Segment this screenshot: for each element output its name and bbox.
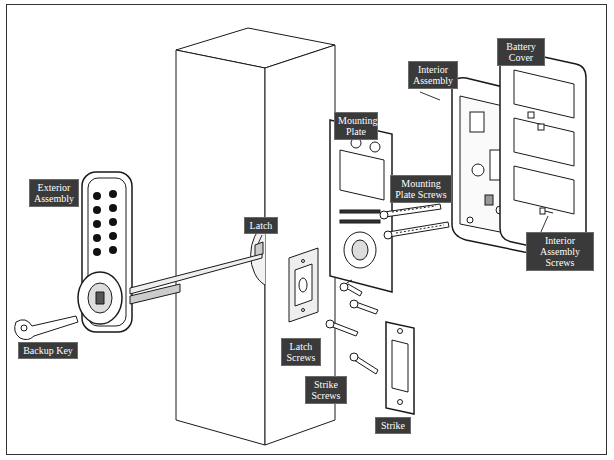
label-text: Latch (248, 220, 274, 231)
label-text: Latch Screws (285, 341, 317, 363)
part-label: Battery Cover (497, 38, 545, 66)
part-label: Latch Screws (281, 338, 321, 366)
part-label: Latch (244, 217, 278, 234)
label-text: Strike (379, 420, 407, 431)
leader-lines (258, 92, 548, 244)
label-text: Mounting Plate (338, 115, 374, 137)
part-label: Strike Screws (305, 376, 347, 404)
interior-assembly-screws (528, 112, 553, 214)
strike-screws (350, 300, 378, 374)
part-label: Interior Assembly Screws (526, 232, 594, 271)
backup-key (15, 316, 78, 340)
part-label: Mounting Plate (334, 112, 378, 140)
label-text: Battery Cover (501, 41, 541, 63)
label-text: Mounting Plate Screws (394, 178, 448, 200)
part-label: Strike (375, 417, 411, 434)
latch-screws (326, 280, 362, 336)
part-label: Mounting Plate Screws (390, 175, 452, 203)
part-label: Interior Assembly (408, 61, 458, 89)
mounting-plate (330, 120, 392, 292)
part-label: Backup Key (18, 342, 78, 359)
exterior-assembly (78, 172, 262, 332)
label-text: Strike Screws (309, 379, 343, 401)
strike (386, 322, 414, 414)
label-text: Exterior Assembly (33, 182, 75, 204)
frame (7, 5, 607, 455)
battery-cover (500, 50, 586, 257)
part-label: Exterior Assembly (29, 179, 79, 207)
label-text: Interior Assembly Screws (530, 235, 590, 268)
label-text: Backup Key (22, 345, 74, 356)
label-text: Interior Assembly (412, 64, 454, 86)
mounting-plate-screws (380, 204, 449, 239)
